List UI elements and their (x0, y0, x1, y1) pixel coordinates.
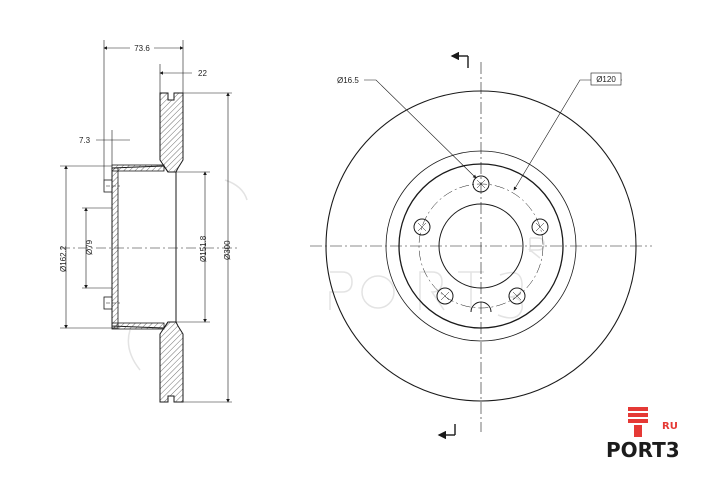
hub-face (111, 167, 119, 329)
logo-main: PORT3 (606, 438, 680, 462)
bolt-circle-label: Ø120 (596, 75, 616, 84)
disc-thickness-label: 22 (198, 69, 207, 78)
logo-suffix: RU (662, 421, 678, 432)
lower-disc-section (159, 321, 184, 403)
leader-bolt-circle (513, 79, 622, 191)
bolt-hole (413, 218, 431, 236)
front-view: Ø16.5 Ø120 (310, 51, 652, 440)
bolt-hole (436, 287, 454, 305)
disc-outer-circle (325, 90, 637, 402)
hat-wall-bottom (111, 322, 165, 330)
leader-bolt-hole (364, 79, 477, 179)
bolt-hole-diameter-label: Ø16.5 (337, 76, 359, 85)
center-bore-circle (438, 203, 524, 289)
bolt-circle-label-box (590, 72, 622, 86)
hat-outer-circle (385, 150, 577, 342)
locating-notch (470, 301, 492, 313)
bolt-hole (531, 218, 549, 236)
hat-offset-label: 7.3 (79, 136, 91, 145)
disc-diameter-label: Ø300 (223, 240, 232, 260)
hat-wall-top (111, 164, 165, 172)
bolt-hole (472, 175, 490, 193)
overall-width-label: 73.6 (134, 44, 150, 53)
bolt-hole (508, 287, 526, 305)
watermark (127, 179, 545, 371)
upper-disc-section (159, 92, 184, 173)
hub-bore-outer-label: Ø162.2 (59, 245, 68, 272)
logo-icon (628, 407, 648, 411)
hat-section (111, 165, 177, 329)
port3-logo: RU PORT3 (606, 407, 680, 462)
center-bore-label: Ø79 (85, 239, 94, 255)
hat-diameter-label: Ø151.8 (199, 235, 208, 262)
bolt-holes (413, 175, 549, 313)
side-view: 73.6 22 7.3 Ø162.2 Ø79 Ø151.8 Ø300 (59, 40, 240, 403)
hub-face-circle (398, 163, 564, 329)
